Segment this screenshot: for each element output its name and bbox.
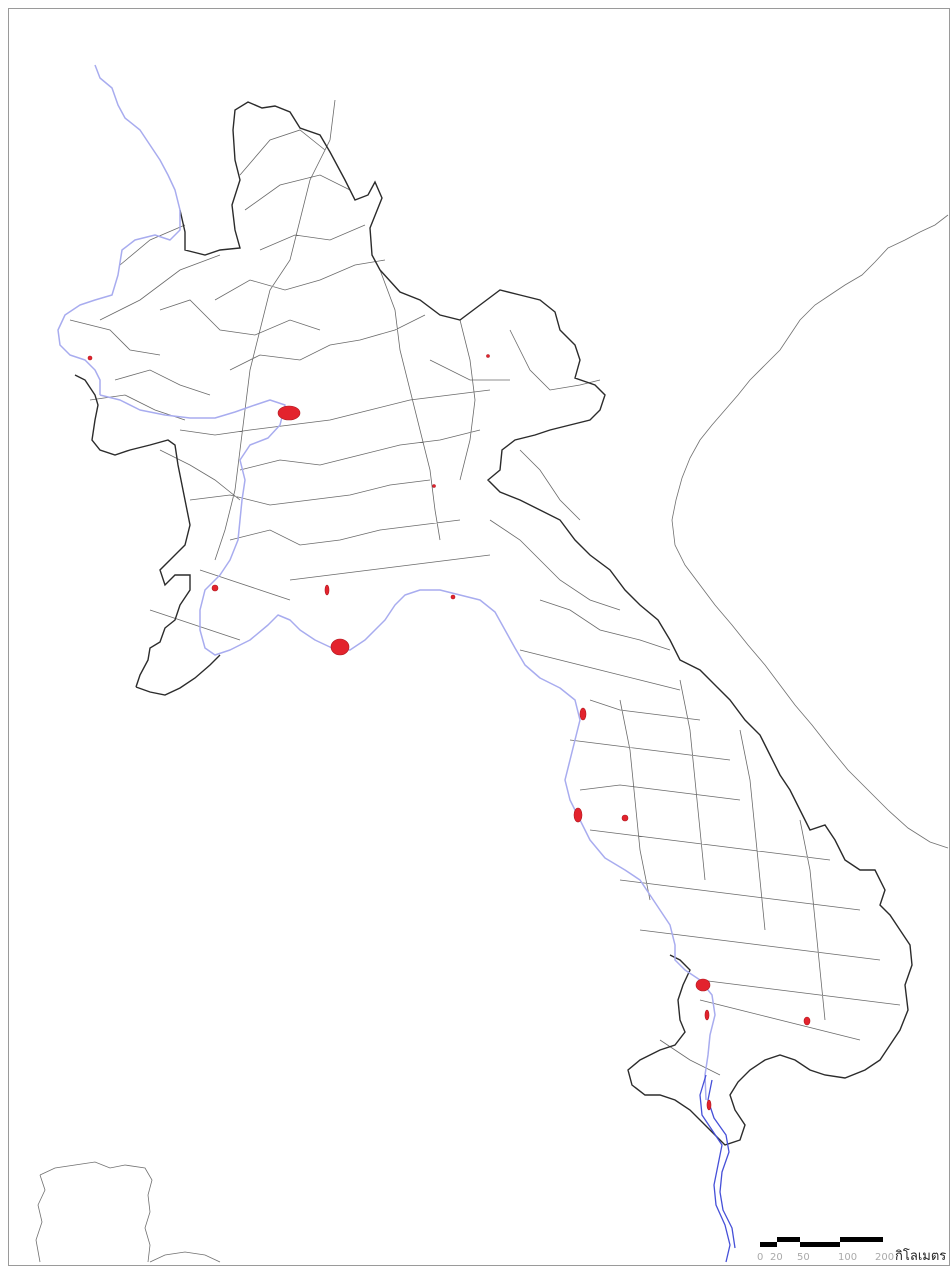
laos-border bbox=[74, 101, 913, 1146]
urban-area-xayabury bbox=[211, 584, 219, 592]
urban-area-vang-vieng bbox=[324, 584, 330, 596]
mekong-river-north bbox=[57, 64, 716, 1101]
urban-area-saravane bbox=[621, 814, 629, 822]
urban-area-thakhek bbox=[579, 707, 587, 721]
mekong-river-south bbox=[699, 1074, 736, 1263]
urban-area-savannakhet bbox=[573, 807, 583, 823]
scale-segment-2 bbox=[777, 1237, 800, 1242]
scale-tick-20: 20 bbox=[770, 1252, 783, 1263]
scale-tick-100: 100 bbox=[838, 1252, 857, 1263]
scale-bar: 0 20 50 100 200 กิโลเมตร bbox=[757, 1237, 946, 1264]
neighbor-coastline bbox=[35, 214, 949, 1263]
scale-segment-4 bbox=[840, 1237, 883, 1242]
thailand-coastline bbox=[35, 1161, 153, 1263]
urban-area-khong bbox=[706, 1099, 712, 1111]
district-boundaries bbox=[69, 99, 901, 1076]
urban-area-champasak bbox=[704, 1009, 710, 1021]
scale-segment-1 bbox=[760, 1242, 777, 1247]
urban-area-vientiane bbox=[330, 638, 350, 656]
scale-tick-0: 0 bbox=[757, 1252, 763, 1263]
urban-area-phongsaly bbox=[486, 354, 490, 358]
urban-area-luang-prabang bbox=[277, 405, 301, 421]
urban-area-attapeu bbox=[803, 1016, 811, 1026]
mekong-river bbox=[57, 64, 736, 1263]
urban-area-paksan bbox=[450, 594, 456, 600]
scale-tick-50: 50 bbox=[797, 1252, 810, 1263]
urban-areas bbox=[87, 354, 811, 1111]
urban-area-huay-xai bbox=[87, 355, 93, 361]
urban-area-pakse bbox=[695, 978, 711, 992]
country-border bbox=[74, 101, 913, 1146]
island-outline bbox=[149, 1251, 221, 1263]
scale-segment-3 bbox=[800, 1242, 840, 1247]
urban-area-phonsavan bbox=[432, 484, 436, 488]
scale-unit-label: กิโลเมตร bbox=[895, 1248, 946, 1264]
scale-tick-200: 200 bbox=[875, 1252, 894, 1263]
map-frame bbox=[8, 8, 950, 1266]
vietnam-coastline bbox=[671, 214, 949, 849]
